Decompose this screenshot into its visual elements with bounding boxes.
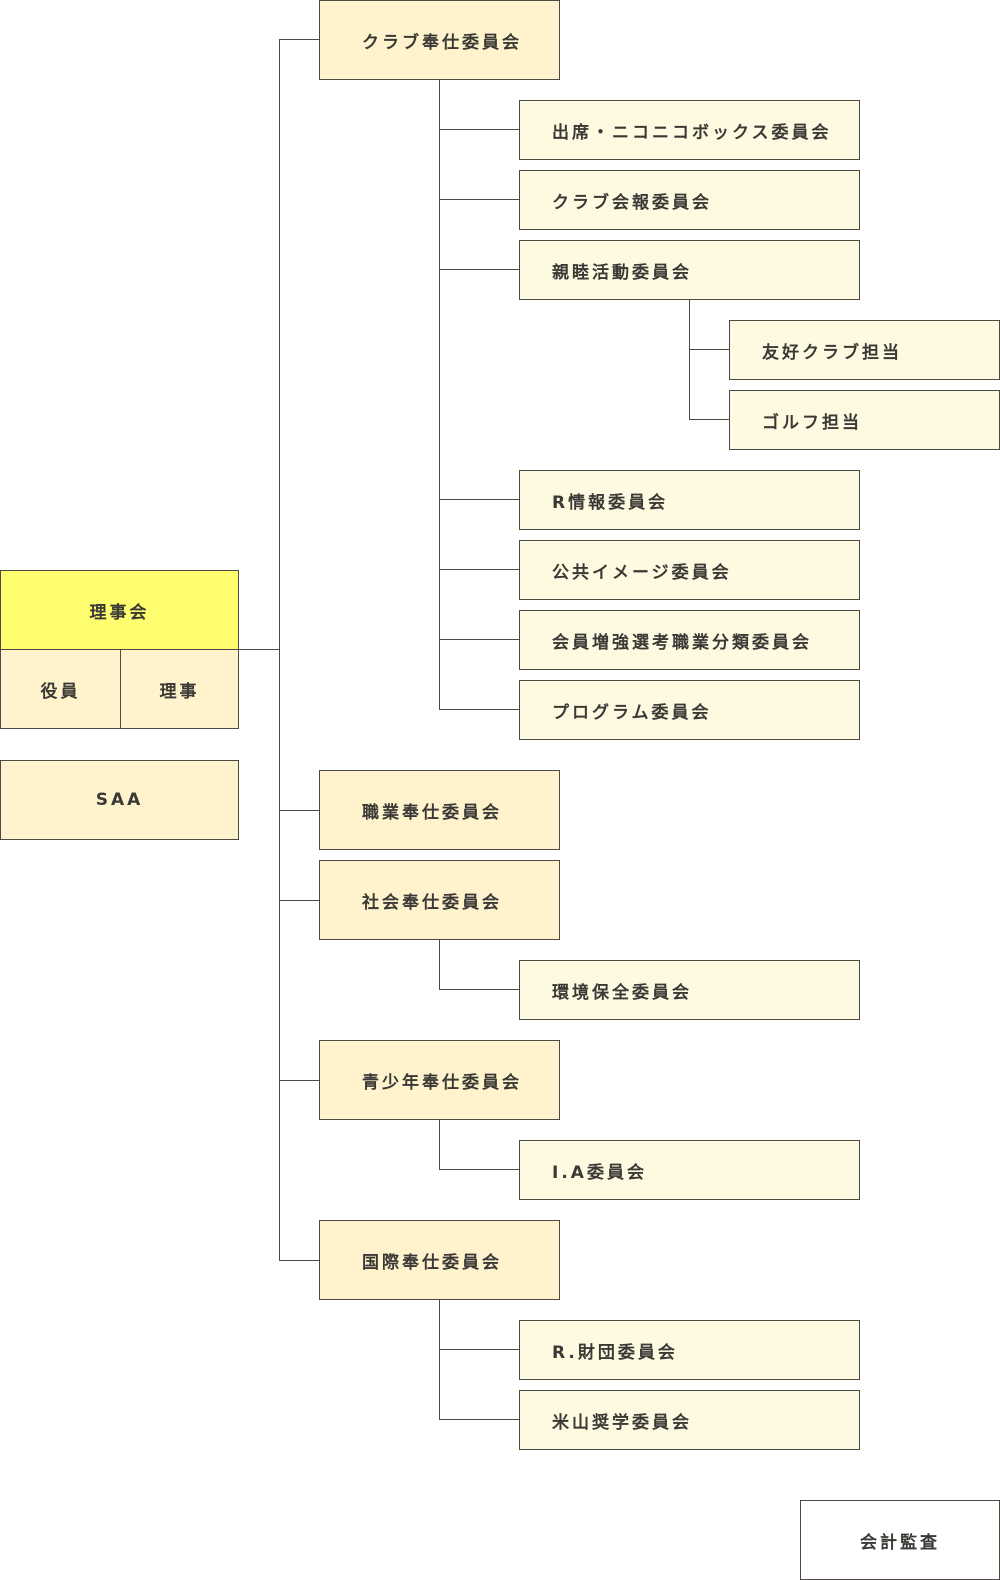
connector-club-sub-trunk: [439, 79, 440, 710]
connector-yoneyama: [439, 1419, 519, 1420]
committee-r-information: R情報委員会: [519, 470, 860, 530]
audit-box: 会計監査: [800, 1500, 1000, 1580]
connector-public-image: [439, 569, 519, 570]
committee-label: 公共イメージ委員会: [552, 562, 732, 583]
committee-club-service: クラブ奉仕委員会: [319, 0, 560, 80]
committee-label: R.財団委員会: [552, 1342, 678, 1363]
committee-label: クラブ奉仕委員会: [362, 32, 522, 53]
committee-label: クラブ会報委員会: [552, 192, 712, 213]
committee-label: 米山奨学委員会: [552, 1412, 692, 1433]
connector-friendship-club: [689, 349, 730, 350]
directors-label: 理事: [159, 681, 200, 702]
connector-international-service: [279, 1260, 319, 1261]
connector-attendance: [439, 129, 519, 130]
connector-fellowship: [439, 269, 519, 270]
connector-bulletin: [439, 199, 519, 200]
committee-label: 会員増強選考職業分類委員会: [552, 632, 812, 653]
connector-youth-sub-trunk: [439, 1120, 440, 1170]
committee-international-service: 国際奉仕委員会: [319, 1220, 560, 1300]
connector-program: [439, 709, 519, 710]
board-title: 理事会: [89, 602, 150, 623]
connector-environment: [439, 989, 519, 990]
committee-label: プログラム委員会: [552, 702, 712, 723]
officers-label: 役員: [40, 681, 81, 702]
directors-box: 理事: [120, 649, 239, 729]
connector-vocational-service: [279, 810, 319, 811]
committee-membership-classification: 会員増強選考職業分類委員会: [519, 610, 860, 670]
committee-label: 国際奉仕委員会: [362, 1252, 502, 1273]
committee-label: 出席・ニコニコボックス委員会: [552, 122, 832, 143]
committee-program: プログラム委員会: [519, 680, 860, 740]
connector-community-sub-trunk: [439, 940, 440, 990]
connector-youth-service: [279, 1080, 319, 1081]
connector-membership: [439, 639, 519, 640]
committee-label: 環境保全委員会: [552, 982, 692, 1003]
connector-club-service: [279, 39, 319, 40]
committee-label: R情報委員会: [552, 492, 669, 513]
saa-box: SAA: [0, 760, 239, 840]
committee-label: 社会奉仕委員会: [362, 892, 502, 913]
officers-box: 役員: [0, 649, 121, 729]
board-box: 理事会: [0, 570, 239, 650]
committee-label: 職業奉仕委員会: [362, 802, 502, 823]
connector-fellowship-sub-trunk: [689, 299, 690, 420]
connector-main-trunk: [279, 39, 280, 1260]
saa-label: SAA: [95, 790, 144, 810]
connector-community-service: [279, 900, 319, 901]
committee-club-bulletin: クラブ会報委員会: [519, 170, 860, 230]
committee-community-service: 社会奉仕委員会: [319, 860, 560, 940]
connector-international-sub-trunk: [439, 1300, 440, 1420]
role-label: 友好クラブ担当: [762, 342, 902, 363]
connector-r-info: [439, 499, 519, 500]
committee-interact: I.A委員会: [519, 1140, 860, 1200]
committee-label: 親睦活動委員会: [552, 262, 692, 283]
role-golf: ゴルフ担当: [729, 390, 1000, 450]
committee-environment: 環境保全委員会: [519, 960, 860, 1020]
committee-youth-service: 青少年奉仕委員会: [319, 1040, 560, 1120]
committee-label: 青少年奉仕委員会: [362, 1072, 522, 1093]
committee-attendance-niconico: 出席・ニコニコボックス委員会: [519, 100, 860, 160]
committee-label: I.A委員会: [552, 1162, 647, 1183]
connector-board-to-trunk: [238, 649, 279, 650]
audit-label: 会計監査: [860, 1532, 940, 1553]
connector-interact: [439, 1169, 519, 1170]
committee-rotary-foundation: R.財団委員会: [519, 1320, 860, 1380]
connector-golf: [689, 419, 730, 420]
committee-fellowship: 親睦活動委員会: [519, 240, 860, 300]
committee-vocational-service: 職業奉仕委員会: [319, 770, 560, 850]
connector-foundation: [439, 1349, 519, 1350]
committee-public-image: 公共イメージ委員会: [519, 540, 860, 600]
role-label: ゴルフ担当: [762, 412, 862, 433]
committee-yoneyama-scholarship: 米山奨学委員会: [519, 1390, 860, 1450]
role-friendship-club: 友好クラブ担当: [729, 320, 1000, 380]
